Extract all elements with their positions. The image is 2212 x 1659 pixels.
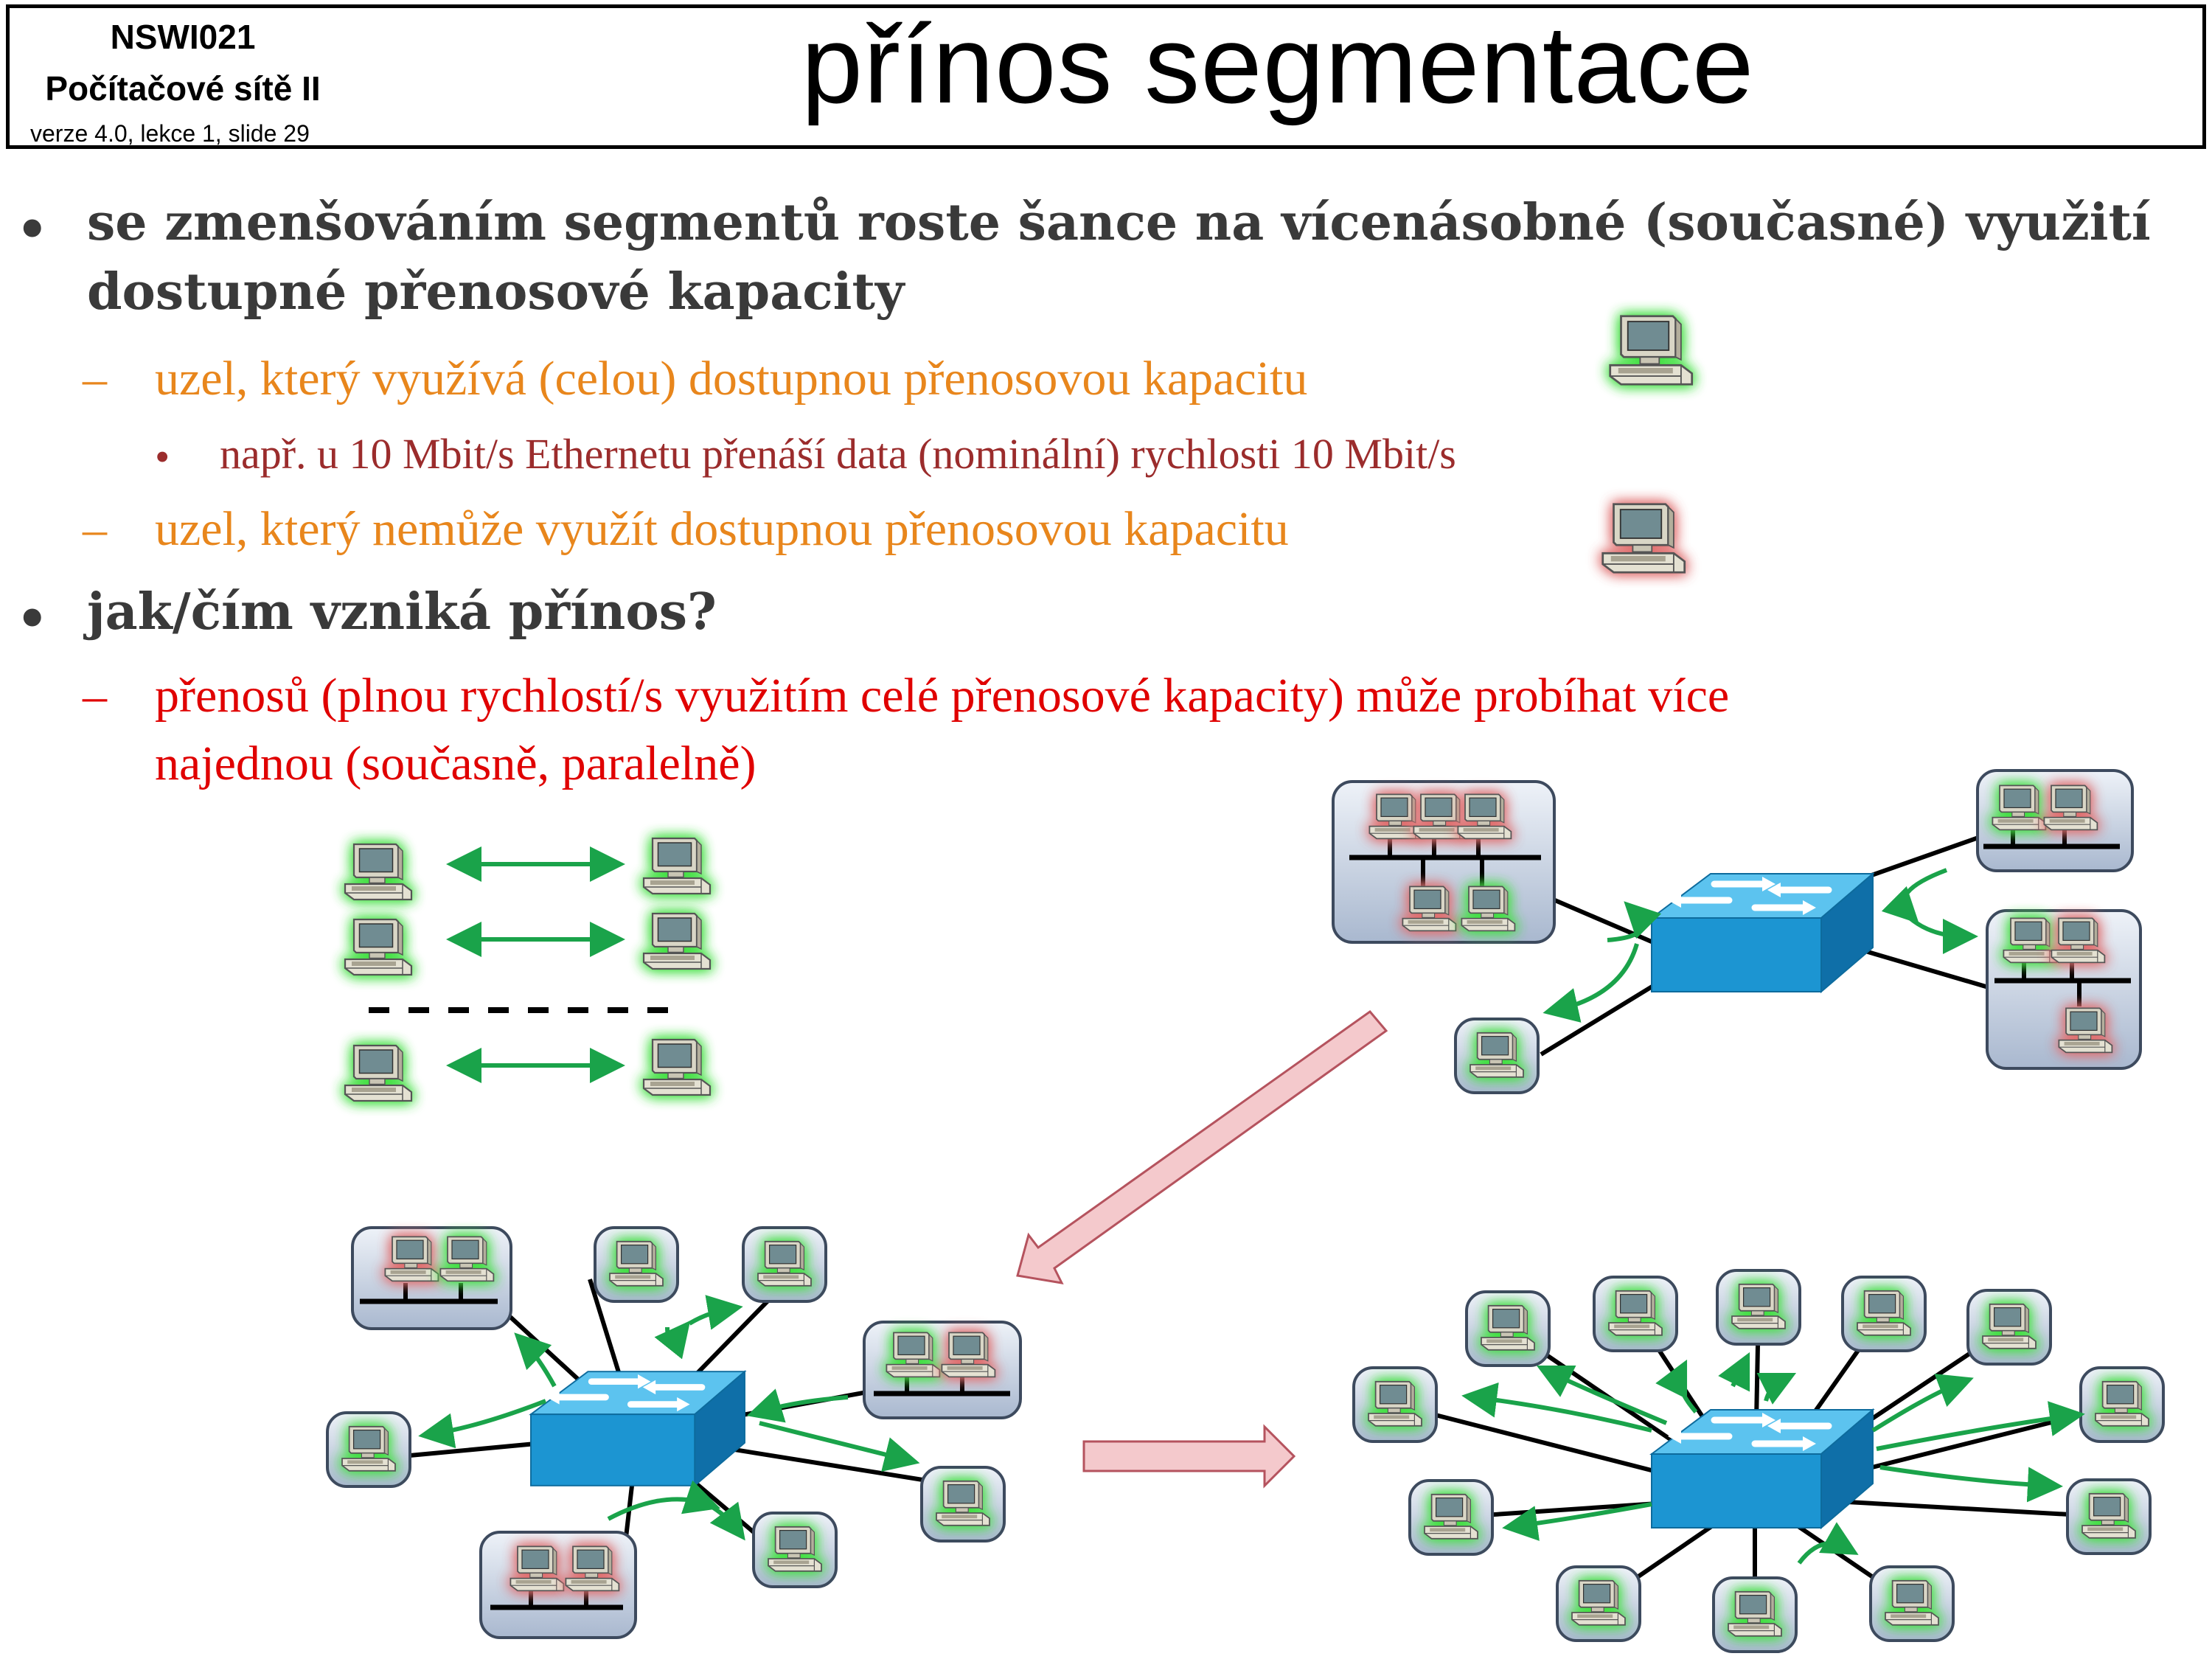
dash-marker: – xyxy=(83,502,107,556)
traffic-arrow xyxy=(1502,1502,1652,1541)
traffic-arrow xyxy=(1461,1382,1652,1433)
sub-item-parallel-line-1: přenosů (plnou rychlostí/s využitím celé… xyxy=(155,669,1730,723)
workstation-icon xyxy=(565,1545,620,1592)
traffic-arrow xyxy=(514,1332,557,1388)
workstation-icon xyxy=(609,1240,664,1287)
traffic-arrow xyxy=(1718,1352,1750,1392)
workstation-icon xyxy=(642,837,712,895)
traffic-arrow xyxy=(1881,868,1948,924)
bullet-2: jak/čím vzniká přínos? xyxy=(87,582,717,641)
workstation-icon xyxy=(1728,1590,1782,1637)
workstation-icon xyxy=(1571,1579,1626,1626)
sub-item-parallel-line-2: najednou (současně, paralelně) xyxy=(155,737,757,790)
traffic-arrow xyxy=(746,1388,849,1423)
workstation-icon xyxy=(2081,1492,2136,1539)
traffic-arrow xyxy=(1797,1522,1859,1565)
workstation-icon xyxy=(642,1038,712,1096)
link-line xyxy=(1865,831,1992,880)
switch-icon xyxy=(1652,874,1873,992)
transition-arrow xyxy=(1082,1424,1296,1489)
workstation-icon xyxy=(1608,1290,1663,1336)
workstation-icon xyxy=(344,1044,413,1102)
bullet-marker: • xyxy=(16,201,49,260)
traffic-arrow xyxy=(1536,1365,1668,1425)
workstation-icon xyxy=(344,843,413,901)
workstation-icon xyxy=(768,1526,822,1572)
traffic-arrow xyxy=(1543,943,1639,1023)
traffic-arrow xyxy=(1607,901,1662,942)
bullet-1-line-2: dostupné přenosové kapacity xyxy=(87,262,905,321)
traffic-arrow xyxy=(1756,1372,1797,1405)
dash-marker: – xyxy=(83,352,107,406)
bullet-marker: • xyxy=(16,590,49,649)
traffic-arrow xyxy=(607,1480,721,1521)
traffic-arrow xyxy=(418,1399,547,1449)
traffic-arrow xyxy=(759,1421,920,1472)
traffic-arrow xyxy=(1655,1359,1698,1413)
slide-title: přínos segmentace xyxy=(801,2,1755,126)
workstation-icon xyxy=(1601,503,1686,574)
diagram-layer xyxy=(326,315,2165,1653)
workstation-icon xyxy=(886,1332,941,1378)
workstation-icon xyxy=(1885,1579,1939,1626)
dash-marker: – xyxy=(83,669,107,723)
traffic-arrow xyxy=(1876,1401,2085,1451)
sub-sub-item-example: např. u 10 Mbit/s Ethernetu přenáší data… xyxy=(220,430,1456,478)
switch-icon xyxy=(531,1371,745,1486)
workstation-icon xyxy=(2051,917,2106,964)
traffic-arrow xyxy=(688,1295,743,1330)
bullet-list: • se zmenšováním segmentů roste šance na… xyxy=(0,0,2212,811)
workstation-icon xyxy=(1857,1290,1911,1336)
workstation-icon xyxy=(1731,1283,1786,1329)
workstation-icon xyxy=(2003,917,2058,964)
workstation-icon xyxy=(439,1236,495,1282)
workstation-icon xyxy=(1982,1303,2037,1349)
workstation-icon xyxy=(757,1240,812,1287)
workstation-icon xyxy=(936,1480,990,1526)
workstation-icon xyxy=(2058,1007,2113,1054)
workstation-icon xyxy=(2095,1380,2149,1427)
workstation-icon xyxy=(941,1332,996,1378)
workstation-icon xyxy=(1461,886,1516,932)
traffic-arrow xyxy=(706,1501,745,1541)
traffic-arrow xyxy=(1908,916,1978,954)
transition-arrow xyxy=(1016,1009,1388,1284)
workstation-icon xyxy=(1481,1304,1535,1351)
workstation-icon xyxy=(344,918,413,976)
workstation-icon xyxy=(384,1236,439,1282)
workstation-icon xyxy=(1402,886,1457,932)
course-code: NSWI021 xyxy=(110,18,256,56)
workstation-icon xyxy=(1424,1493,1478,1540)
workstation-icon xyxy=(1368,1380,1422,1427)
workstation-icon xyxy=(509,1545,565,1592)
course-name: Počítačové sítě II xyxy=(45,69,321,108)
slide-header: NSWI021 Počítačové sítě II verze 4.0, le… xyxy=(6,2,2206,149)
sub-item-blocked-node: uzel, který nemůže využít dostupnou přen… xyxy=(155,502,1289,556)
sub-item-active-node: uzel, který využívá (celou) dostupnou př… xyxy=(155,352,1308,406)
bullet-marker: • xyxy=(155,433,170,481)
workstation-icon xyxy=(2043,785,2098,831)
workstation-icon xyxy=(1992,785,2047,831)
workstation-icon xyxy=(1457,793,1512,840)
workstation-icon xyxy=(1470,1032,1524,1078)
bullet-1-line-1: se zmenšováním segmentů roste šance na v… xyxy=(87,193,2151,252)
traffic-arrow xyxy=(1871,1374,1974,1433)
workstation-icon xyxy=(642,912,712,970)
workstation-icon xyxy=(341,1425,396,1472)
switch-icon xyxy=(1652,1410,1873,1528)
course-meta: verze 4.0, lekce 1, slide 29 xyxy=(30,120,310,147)
traffic-arrow xyxy=(1879,1465,2063,1503)
link-line xyxy=(1865,949,1992,990)
traffic-arrow xyxy=(654,1320,691,1360)
workstation-icon xyxy=(1609,315,1694,386)
